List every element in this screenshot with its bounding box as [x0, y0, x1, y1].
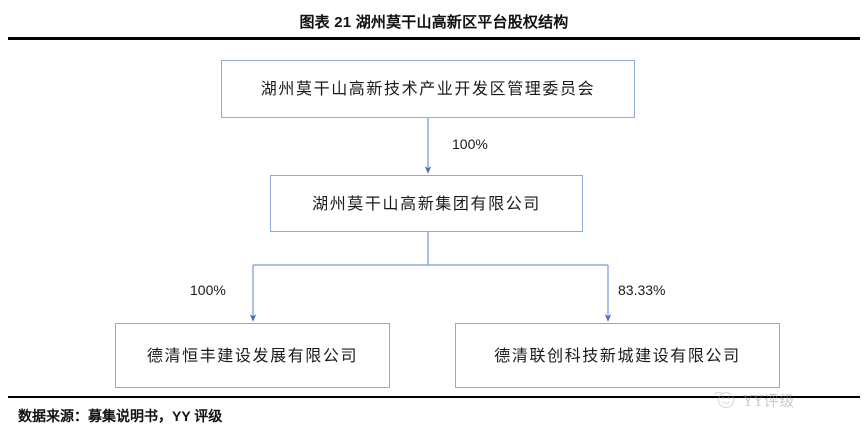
org-node-label: 德清恒丰建设发展有限公司: [146, 345, 359, 365]
watermark: YY评级: [712, 386, 852, 414]
smiley-face-icon: [713, 392, 734, 408]
edge-label-group-to-lianchuang: 83.33%: [618, 282, 666, 298]
org-node-label: 德清联创科技新城建设有限公司: [494, 345, 741, 365]
page-title: 图表 21 湖州莫干山高新区平台股权结构: [299, 14, 569, 31]
org-node-group: 湖州莫干山高新集团有限公司: [270, 175, 583, 232]
org-node-label: 湖州莫干山高新技术产业开发区管理委员会: [260, 79, 596, 98]
source-note: 数据来源：募集说明书，YY 评级: [18, 408, 223, 424]
footer-divider: [8, 396, 860, 398]
edge-label-committee-to-group: 100%: [452, 136, 488, 152]
title-divider: [8, 37, 860, 40]
org-node-lianchuang: 德清联创科技新城建设有限公司: [455, 323, 780, 388]
watermark-label: YY评级: [743, 391, 795, 410]
edge-group-to-bus: [253, 232, 608, 266]
edge-label-group-to-hengfeng: 100%: [190, 282, 226, 298]
org-node-label: 湖州莫干山高新集团有限公司: [312, 193, 541, 213]
org-node-hengfeng: 德清恒丰建设发展有限公司: [115, 323, 390, 388]
org-node-committee: 湖州莫干山高新技术产业开发区管理委员会: [221, 60, 635, 118]
